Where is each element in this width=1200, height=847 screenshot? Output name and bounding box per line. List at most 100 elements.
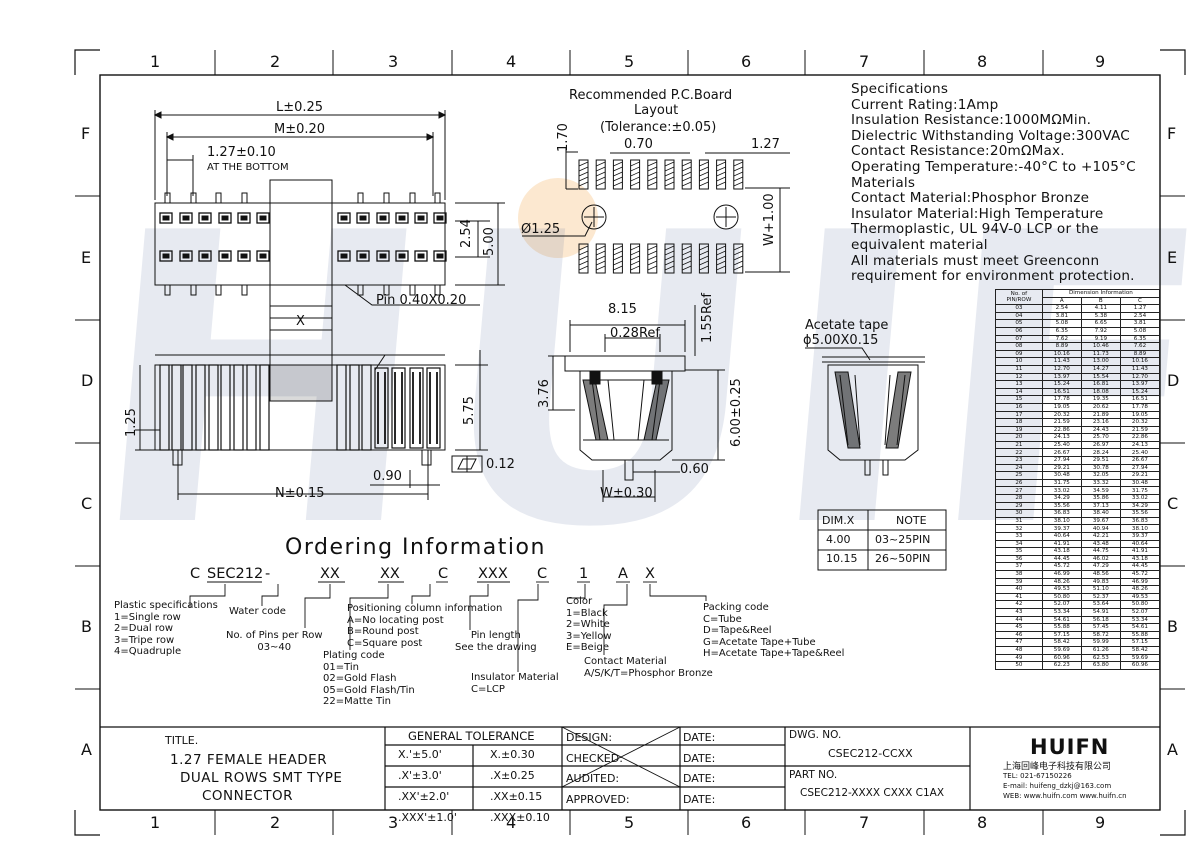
- dimtbl-cell: 17.78: [1041, 395, 1082, 404]
- contact-window: [356, 212, 370, 224]
- column-label-top: 9: [1095, 52, 1106, 71]
- dimtbl-cell: 32: [995, 524, 1043, 533]
- row-label-right: B: [1167, 617, 1178, 636]
- dimtbl-cell: 36.83: [1119, 516, 1161, 526]
- dimtbl-cell: 12: [995, 372, 1043, 382]
- pad-hatch: [578, 250, 589, 256]
- pad-hatch: [578, 260, 589, 266]
- contact-window: [433, 212, 447, 224]
- dimtbl-cell: 09: [995, 349, 1043, 359]
- pad-hatch: [596, 166, 606, 172]
- dimtbl-cell: 29.51: [1080, 456, 1121, 465]
- pad-hatch: [613, 176, 623, 182]
- pad-hatch: [613, 161, 623, 167]
- pad-hatch: [664, 260, 675, 266]
- dimtbl-cell: 4.11: [1080, 304, 1121, 313]
- dimtbl-cell: 11.43: [1119, 364, 1161, 374]
- ord-packing-line: Packing code: [703, 602, 769, 613]
- smt-pin-bottom: [409, 284, 416, 296]
- smt-pin-top: [409, 192, 416, 204]
- dimtbl-cell: 31.75: [1041, 478, 1082, 488]
- pad-hatch: [647, 171, 657, 177]
- pcb-pad-bottom: [595, 243, 606, 274]
- specs-line: Operating Temperature:-40°C to +105°C: [851, 158, 1136, 175]
- dimtbl-cell: 44.45: [1119, 562, 1161, 571]
- pad-hatch: [647, 255, 657, 261]
- pad-hatch: [647, 260, 657, 266]
- dimtbl-cell: 08: [995, 342, 1043, 351]
- pad-hatch: [596, 245, 606, 251]
- contact-window-core: [359, 215, 367, 221]
- dimtbl-cell: 28.24: [1080, 448, 1121, 458]
- column-label-bottom: 4: [506, 813, 517, 832]
- dimtbl-cell: 19.05: [1041, 402, 1082, 412]
- contact-window: [433, 250, 447, 262]
- column-label-bottom: 2: [270, 813, 281, 832]
- dimtbl-cell: 49.83: [1080, 577, 1121, 587]
- specs-line: Thermoplastic, UL 94V-0 LCP or the: [851, 221, 1099, 238]
- dimtbl-cell: 24.13: [1119, 440, 1161, 450]
- row-label-left: E: [81, 248, 92, 267]
- company-email: E-mail: huifeng_dzkj@163.com: [1003, 782, 1112, 790]
- dimtbl-cell: 57.15: [1119, 638, 1161, 647]
- dim-125: 1.25: [124, 408, 139, 437]
- pad-hatch: [630, 161, 640, 167]
- dimtbl-cell: 22.86: [1041, 425, 1082, 435]
- end-contact-head: [589, 371, 663, 385]
- ordering-code-part: XX: [320, 566, 340, 582]
- dimtbl-cell: 34: [995, 539, 1043, 549]
- dim-060: 0.60: [680, 462, 709, 477]
- pad-hatch: [647, 161, 657, 167]
- dimtbl-cell: 13.97: [1041, 372, 1082, 382]
- pad-hatch: [630, 265, 640, 271]
- pad-hatch: [699, 260, 709, 266]
- dimtbl-cell: 16.81: [1080, 380, 1121, 389]
- dimtbl-cell: 26.97: [1080, 440, 1121, 450]
- dimtbl-cell: 20.62: [1080, 402, 1121, 412]
- dimtbl-cell: 06: [995, 326, 1043, 336]
- pad-hatch: [699, 265, 709, 271]
- row-label-right: D: [1167, 371, 1180, 390]
- dimtbl-cell: 12.70: [1119, 372, 1161, 382]
- dimtbl-cell: 45: [995, 623, 1043, 632]
- dimx-row1-note: 03~25PIN: [875, 533, 931, 546]
- pad-hatch: [647, 166, 657, 172]
- pad-hatch: [596, 255, 606, 261]
- contact-window-core: [162, 215, 170, 221]
- dimtbl-cell: 49.53: [1119, 592, 1161, 602]
- ordering-code-part: C: [190, 566, 201, 582]
- column-label-top: 7: [859, 52, 870, 71]
- contact-window: [395, 212, 409, 224]
- dimtbl-cell: 49.53: [1041, 585, 1082, 594]
- dim-L: L±0.25: [276, 100, 324, 115]
- dimtbl-cell: 25: [995, 471, 1043, 480]
- dimtbl-cell: 39.37: [1119, 532, 1161, 541]
- ordering-code-part: X: [645, 566, 655, 582]
- dimtbl-cell: 11.43: [1041, 357, 1082, 366]
- dimtbl-cell: 16.51: [1119, 395, 1161, 404]
- tolerance-angle: .X'±3.0': [398, 769, 442, 782]
- pcb-pad-top: [716, 159, 727, 190]
- dimtbl-cell: 2.54: [1041, 304, 1082, 313]
- smt-pin-top: [241, 192, 248, 204]
- smt-pin-top: [434, 192, 441, 204]
- dimtbl-cell: 14: [995, 387, 1043, 397]
- specs-line: Current Rating:1Amp: [851, 96, 999, 113]
- ord-plastic-line: 2=Dual row: [114, 623, 174, 634]
- dimtbl-cell: 36.83: [1041, 509, 1082, 518]
- dimtbl-cell: 41.91: [1119, 547, 1161, 556]
- ord-plating-line: 02=Gold Flash: [323, 673, 397, 684]
- dimtbl-cell: 26.67: [1119, 456, 1161, 465]
